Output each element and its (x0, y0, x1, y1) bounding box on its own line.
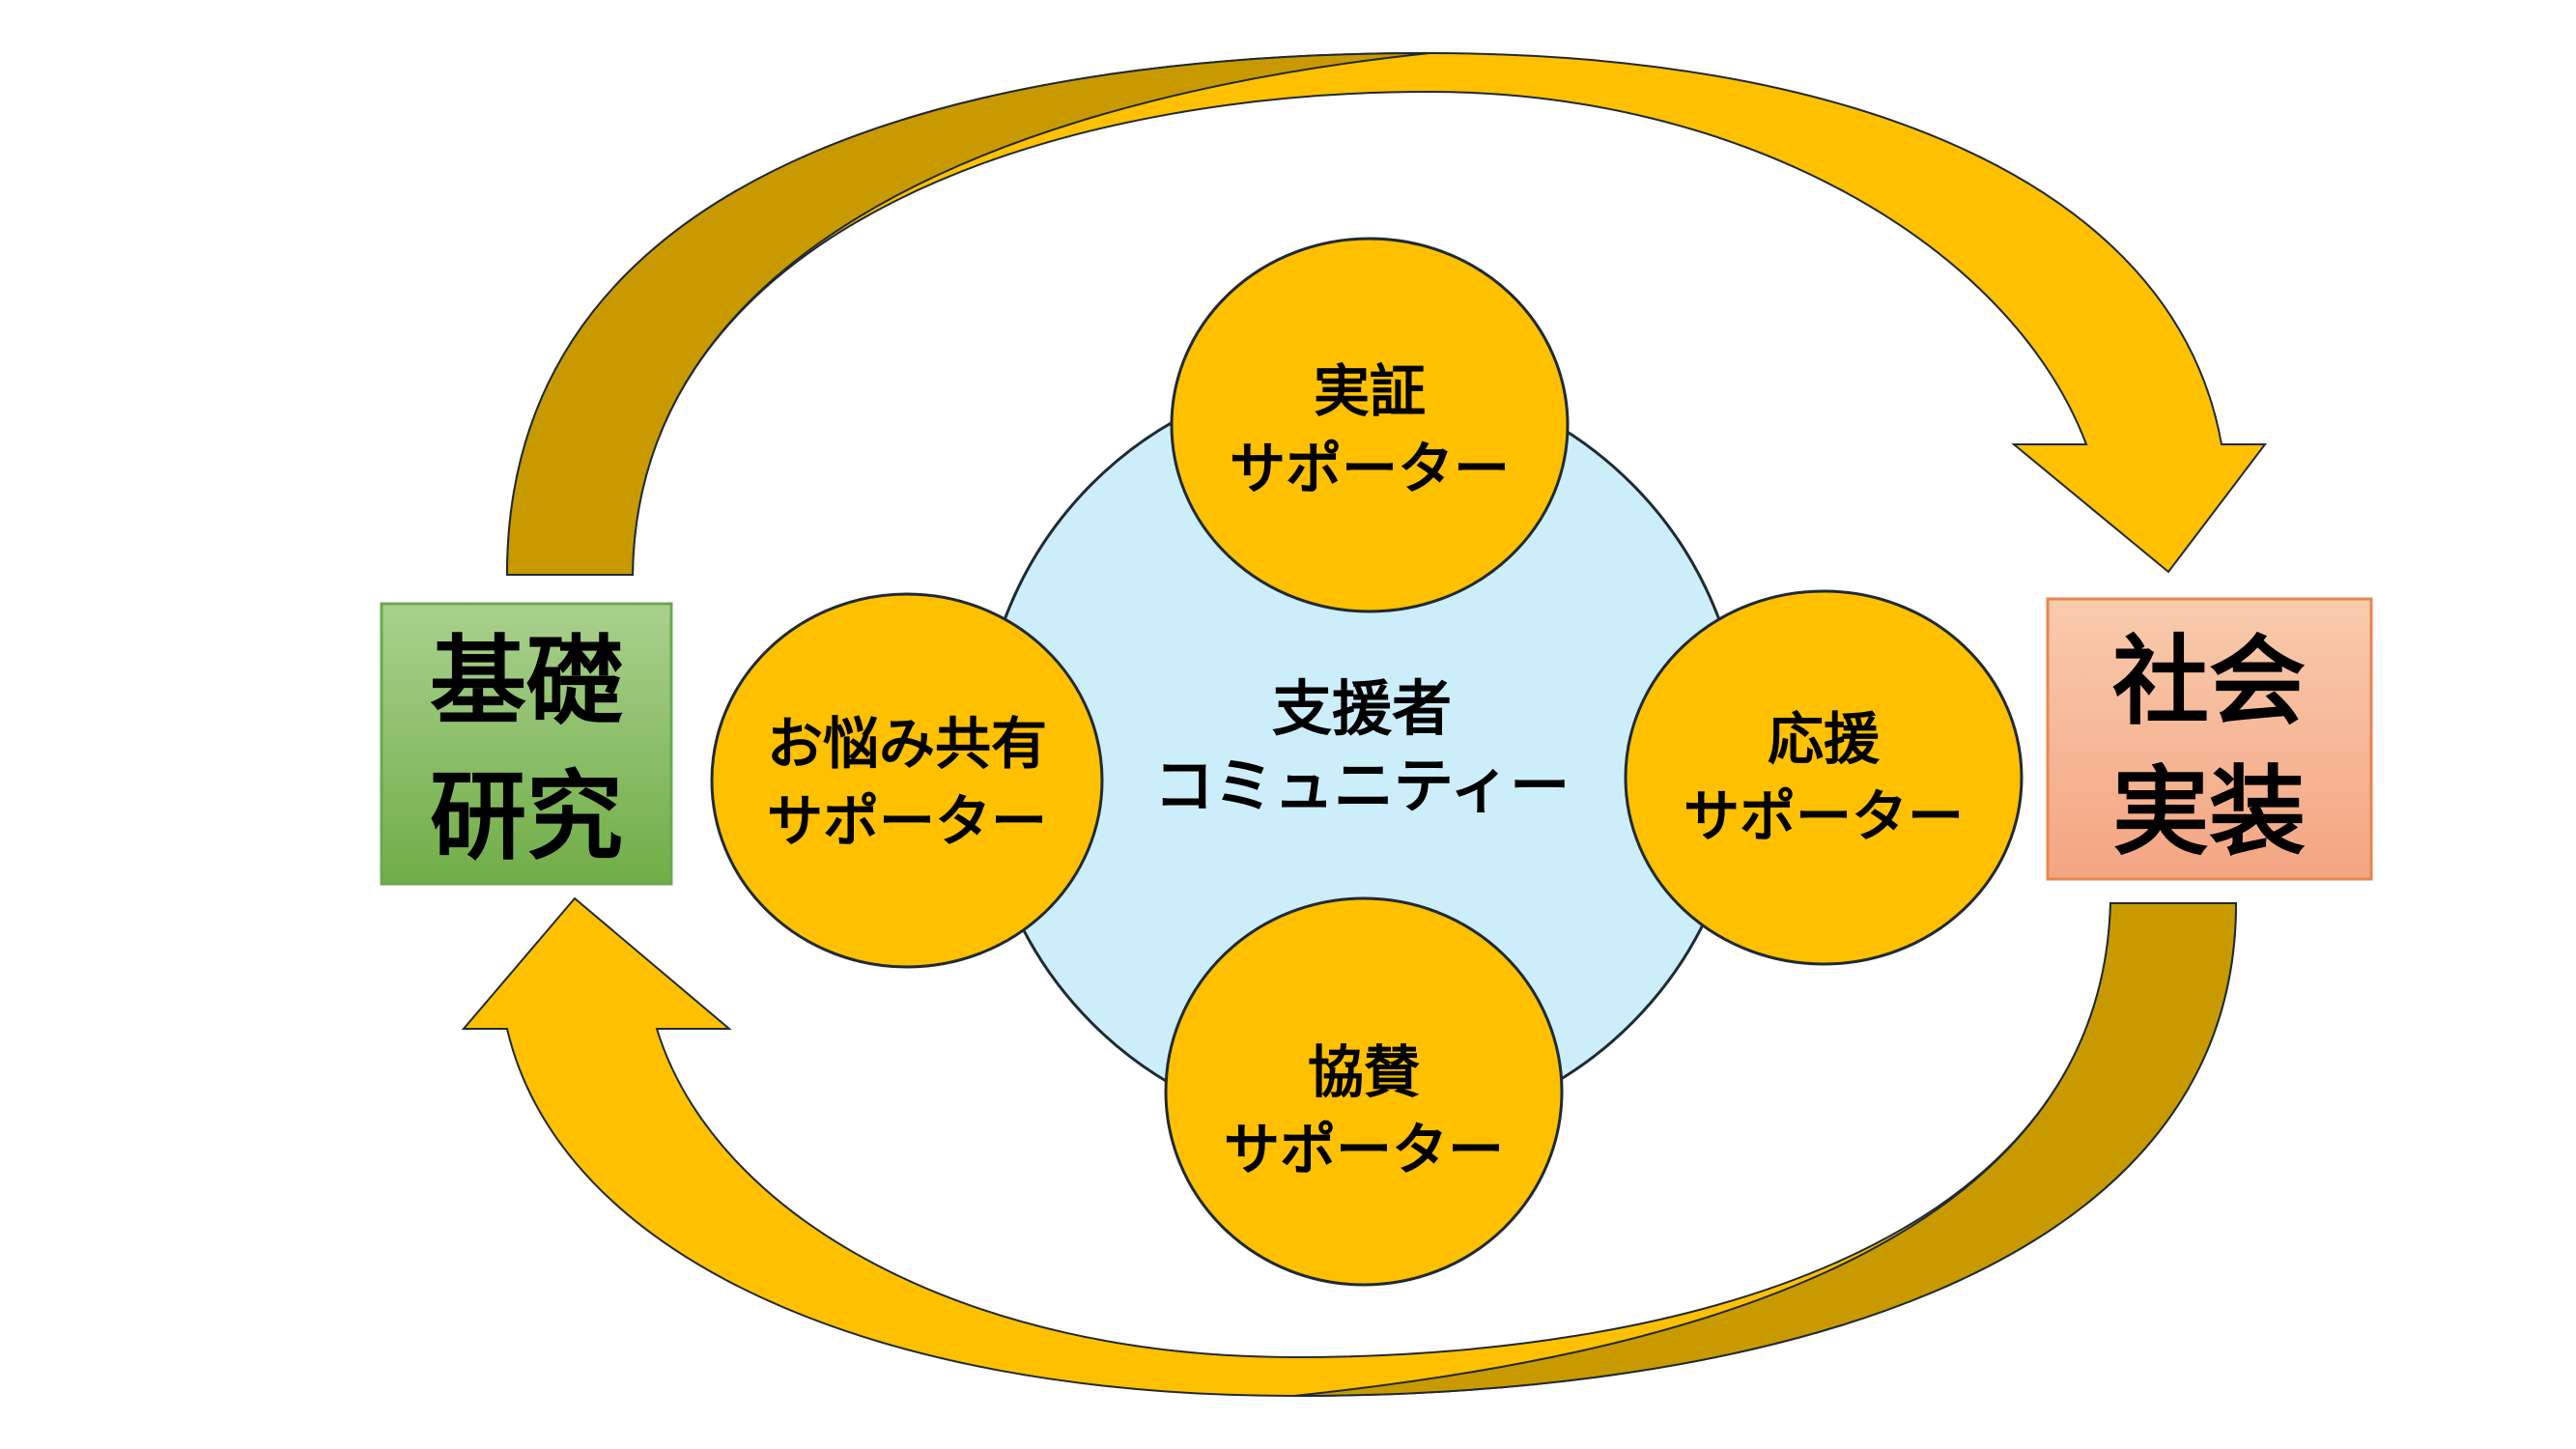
community-line-1: 支援者 (1272, 673, 1452, 744)
supporter-right-line-2: サポーター (1684, 783, 1964, 849)
bottom-cycle-arrow (461, 896, 2238, 1398)
supporter-top-line-2: サポーター (1230, 436, 1510, 501)
supporter-top-line-1: 実証 (1314, 358, 1426, 424)
supporter-left: お悩み共有 サポーター (710, 592, 1104, 969)
basic-research-line-2: 研究 (430, 760, 623, 873)
supporter-right: 応援 サポーター (1624, 589, 2024, 966)
supporter-left-line-1: お悩み共有 (767, 711, 1047, 777)
supporter-left-line-2: サポーター (767, 788, 1047, 854)
basic-research-line-1: 基礎 (430, 625, 623, 738)
basic-research-box: 基礎 研究 (380, 602, 673, 886)
social-implementation-box: 社会 実装 (2046, 597, 2373, 881)
community-line-2: コミュニティー (1154, 751, 1570, 821)
social-implementation-line-1: 社会 (2112, 625, 2306, 738)
supporter-top: 実証 サポーター (1170, 237, 1570, 613)
supporter-bottom: 協賛 サポーター (1164, 896, 1564, 1287)
top-cycle-arrow (505, 51, 2268, 576)
supporter-bottom-line-1: 協賛 (1308, 1039, 1420, 1105)
supporter-right-line-1: 応援 (1768, 706, 1881, 772)
supporter-bottom-line-2: サポーター (1224, 1117, 1504, 1182)
social-implementation-line-2: 実装 (2112, 755, 2306, 868)
